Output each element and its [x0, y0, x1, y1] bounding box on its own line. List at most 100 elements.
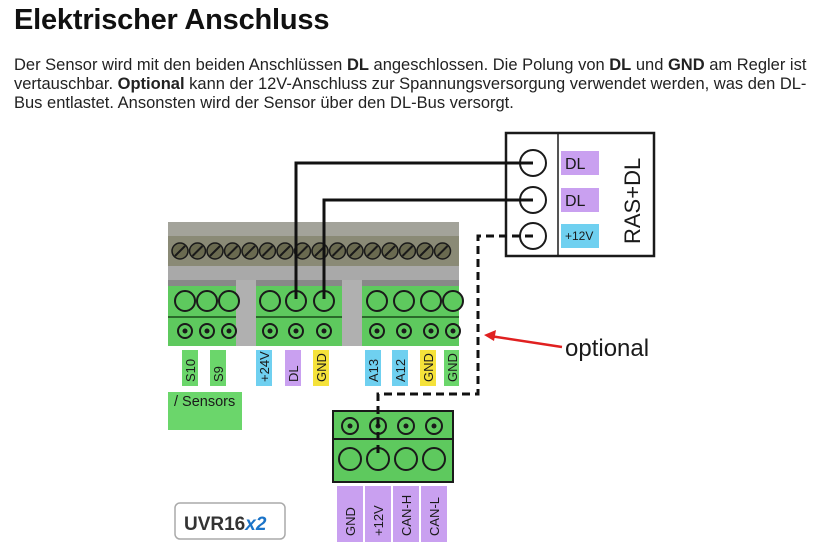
can-pin-label: CAN-H [393, 486, 419, 542]
screw-icon [363, 242, 382, 260]
wire-hole-icon [174, 290, 196, 312]
screw-icon [416, 242, 434, 260]
release-screw-icon [423, 323, 439, 339]
wire-hole-icon [422, 447, 446, 471]
logo-main-text: UVR16 [184, 514, 245, 535]
pin-label-text: S10 [183, 359, 198, 382]
can-pin-label-text: CAN-H [399, 495, 414, 536]
description-paragraph: Der Sensor wird mit den beiden Anschlüss… [14, 56, 824, 113]
wire-hole-icon [338, 447, 362, 471]
screw-icon [346, 242, 364, 260]
can-holes [338, 417, 446, 471]
wire-hole-icon [393, 290, 415, 312]
sensor-terminal-label: +12V [565, 229, 593, 243]
sensors-group-label: / Sensors [174, 394, 235, 410]
pin-label-dl: DL [285, 350, 301, 386]
release-screw-icon [199, 323, 215, 339]
pin-label-s9: S9 [210, 350, 226, 386]
sensor-terminal-label: DL [565, 193, 586, 210]
screw-icon [433, 242, 452, 260]
dl-wires [294, 161, 533, 299]
pin-label-gnd: GND [313, 350, 329, 386]
uvr16x2-logo: UVR16x2 [174, 502, 286, 540]
release-screw-icon [425, 417, 443, 435]
sensors-group-tab [168, 392, 242, 430]
release-screw-icon [316, 323, 332, 339]
wire-hole-icon [420, 290, 442, 312]
plug-separator [342, 280, 362, 346]
pin-label-text: A13 [366, 359, 381, 382]
optional-label: optional [565, 335, 649, 362]
sensor-terminal: DL [519, 149, 599, 177]
bold-term: GND [667, 56, 705, 74]
bold-term: DL [609, 56, 632, 74]
pin-label-a12: A12 [392, 350, 408, 386]
screw-icon [398, 242, 417, 260]
release-screw-icon [262, 323, 278, 339]
wire-hole-icon [366, 290, 388, 312]
text-run: angeschlossen. Die Polung von [368, 56, 610, 74]
pin-label-text: DL [286, 365, 301, 382]
screw-icon [241, 242, 259, 260]
pin-label-s10: S10 [182, 350, 198, 386]
pin-label-gnd: GND [444, 350, 460, 386]
pin-label-text: A12 [393, 359, 408, 382]
screw-icon [206, 242, 224, 260]
controller-pin-labels: S10 S9 +24V DL GND A13 A12 GND GND [182, 350, 460, 386]
wire-hole-icon [442, 290, 464, 312]
can-pin-label-text: GND [343, 507, 358, 536]
screw-icon [188, 242, 207, 260]
screw-icon [223, 242, 242, 260]
optional-12v-wire [376, 234, 533, 457]
svg-text:UVR16x2: UVR16x2 [184, 514, 267, 535]
wire-hole-icon [218, 290, 240, 312]
bold-term: Optional [117, 75, 185, 93]
can-terminal-block: GND +12V CAN-H CAN-L [332, 410, 454, 542]
wire-hole-icon [196, 290, 218, 312]
sensor-title: RAS+DL [620, 158, 645, 244]
can-pin-label-text: +12V [371, 505, 386, 536]
text-run: Der Sensor wird mit den beiden Anschlüss… [14, 56, 347, 74]
plug-separator [236, 280, 256, 346]
release-screw-icon [221, 323, 237, 339]
plug-holes [174, 290, 464, 339]
text-run: und [631, 56, 668, 74]
pin-label-text: GND [445, 353, 460, 382]
can-pin-label: +12V [365, 486, 391, 542]
pin-label-text: S9 [211, 366, 226, 382]
pin-label-text: GND [421, 353, 436, 382]
can-pin-label: CAN-L [421, 486, 447, 542]
release-screw-icon [177, 323, 193, 339]
sensor-terminal-label: DL [565, 156, 586, 173]
pin-label-plus-24v: +24V [256, 350, 272, 386]
release-screw-icon [445, 323, 461, 339]
pin-label-text: GND [314, 353, 329, 382]
can-pin-label: GND [337, 486, 363, 542]
wire-hole-icon [259, 290, 281, 312]
bold-term: DL [346, 56, 369, 74]
controller-terminal-strip: S10 S9 +24V DL GND A13 A12 GND GND / Sensors [168, 222, 464, 430]
pin-label-a13: A13 [365, 350, 381, 386]
pin-label-gnd: GND [420, 350, 436, 386]
screw-icon [258, 242, 277, 260]
screw-icon [171, 242, 189, 260]
screw-icon [276, 242, 294, 260]
sensor-terminal: +12V [519, 222, 599, 250]
release-screw-icon [397, 417, 415, 435]
release-screw-icon [341, 417, 359, 435]
page-title: Elektrischer Anschluss [14, 4, 330, 36]
optional-annotation: optional [484, 330, 649, 362]
wire-hole-icon [394, 447, 418, 471]
release-screw-icon [396, 323, 412, 339]
release-screw-icon [288, 323, 304, 339]
can-pin-labels: GND +12V CAN-H CAN-L [337, 486, 447, 542]
screw-icon [381, 242, 399, 260]
release-screw-icon [369, 323, 385, 339]
ras-dl-sensor: DL DL +12V RAS+DL [504, 131, 656, 258]
can-pin-label-text: CAN-L [427, 497, 442, 536]
screw-icon [328, 242, 347, 260]
text-run: kann der 12V-Anschluss zur Spannungsvers… [14, 75, 807, 112]
text-run: am Regler ist vertauschbar. [14, 56, 807, 93]
logo-suffix-text: x2 [244, 514, 267, 535]
